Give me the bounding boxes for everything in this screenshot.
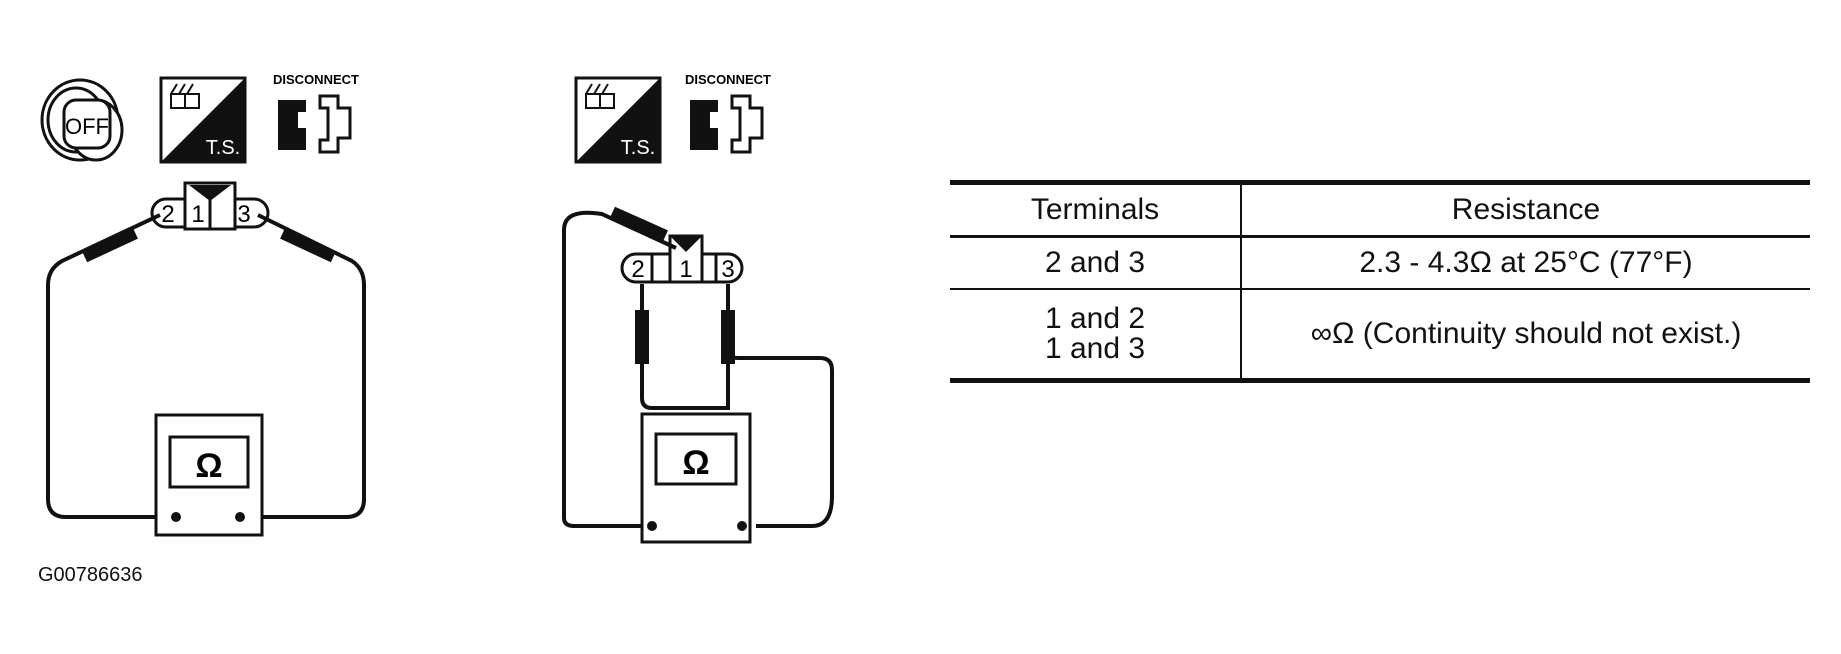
test-set-icon: T.S.	[159, 76, 247, 164]
probe-icon	[635, 310, 649, 364]
table-row: 1 and 2 1 and 3 ∞Ω (Continuity should no…	[950, 289, 1810, 383]
ohm-symbol: Ω	[195, 447, 222, 485]
resistance-cell: ∞Ω (Continuity should not exist.)	[1241, 289, 1810, 383]
test-set-label: T.S.	[621, 137, 655, 159]
connector-body: 2 1 3	[620, 234, 744, 284]
terminal-label: 3	[237, 201, 250, 228]
probe-icon	[610, 206, 668, 242]
left-icon-row: OFF T.S. DISCONNECT	[40, 72, 359, 164]
column-header-resistance: Resistance	[1241, 180, 1810, 238]
test-set-icon: T.S.	[574, 76, 662, 164]
probe-icon	[721, 310, 735, 364]
terminal-label: 1	[191, 201, 204, 228]
figure-id: G00786636	[38, 564, 143, 586]
test-lead-wire	[240, 213, 366, 519]
ohm-symbol: Ω	[682, 444, 709, 482]
table-header-row: Terminals Resistance	[950, 180, 1810, 238]
resistance-cell: 2.3 - 4.3Ω at 25°C (77°F)	[1241, 236, 1810, 290]
meter-terminal	[737, 521, 747, 531]
ignition-off-icon: OFF	[40, 78, 124, 162]
terminal-marker-icon	[189, 185, 231, 201]
terminal-label: 2	[631, 256, 644, 283]
terminals-cell: 2 and 3	[950, 236, 1242, 290]
column-header-terminals: Terminals	[950, 180, 1242, 238]
probe-icon	[82, 227, 138, 263]
right-icon-row: T.S. DISCONNECT	[574, 72, 771, 164]
terminal-label: 2	[161, 201, 174, 228]
test-lead-wire	[46, 213, 176, 519]
test-set-label: T.S.	[206, 137, 240, 159]
meter-terminal	[171, 512, 181, 522]
test-lead-wire	[562, 210, 677, 528]
connector-body: 2 1 3	[150, 181, 270, 231]
test-lead-wire	[640, 284, 730, 410]
terminal-marker-icon	[670, 236, 702, 252]
left-connector-diagram: 2 1 3 Ω	[46, 181, 366, 537]
terminal-label: 3	[721, 256, 734, 283]
terminals-pair: 1 and 2	[1044, 302, 1146, 335]
disconnect-icon: DISCONNECT	[685, 72, 771, 154]
right-connector-diagram: 2 1 3 Ω	[562, 206, 834, 544]
terminals-cell: 1 and 2 1 and 3	[950, 289, 1242, 383]
resistance-table: Terminals Resistance 2 and 3 2.3 - 4.3Ω …	[950, 180, 1810, 383]
ohmmeter: Ω	[154, 413, 264, 537]
meter-terminal	[235, 512, 245, 522]
ignition-off-label: OFF	[65, 114, 109, 139]
disconnect-label: DISCONNECT	[273, 72, 359, 87]
resistance-table-grid: Terminals Resistance 2 and 3 2.3 - 4.3Ω …	[950, 180, 1810, 383]
table-row: 2 and 3 2.3 - 4.3Ω at 25°C (77°F)	[950, 236, 1810, 290]
terminal-label: 1	[679, 256, 692, 283]
meter-terminal	[647, 521, 657, 531]
terminals-pair: 1 and 3	[1044, 332, 1146, 365]
probe-icon	[280, 227, 336, 263]
ohmmeter: Ω	[640, 412, 752, 544]
disconnect-label: DISCONNECT	[685, 72, 771, 87]
disconnect-icon: DISCONNECT	[273, 72, 359, 154]
